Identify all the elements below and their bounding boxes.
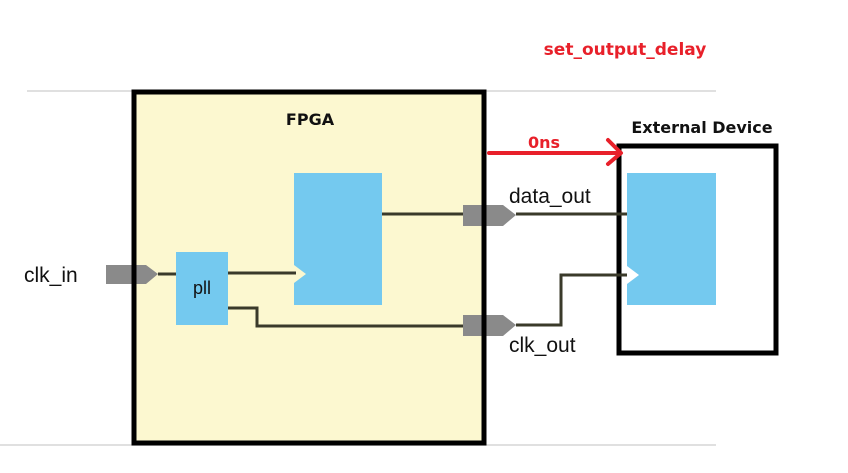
- external-register-block: [627, 173, 716, 305]
- wire-pll-clkout: [228, 306, 465, 328]
- wire-clkout-ext: [516, 273, 627, 327]
- arrow-head-icon: [606, 138, 623, 166]
- external-device-label: External Device: [631, 118, 772, 137]
- data-out-buffer: [463, 205, 516, 226]
- delay-value-label: 0ns: [528, 133, 560, 152]
- clk-out-label: clk_out: [509, 334, 576, 357]
- clk-in-label: clk_in: [24, 264, 78, 287]
- pll-block: [176, 252, 228, 325]
- diagram-title: set_output_delay: [544, 40, 707, 60]
- data-out-label: data_out: [509, 185, 591, 208]
- fpga-label: FPGA: [286, 110, 335, 129]
- pll-label: pll: [193, 278, 211, 298]
- fpga-register-block: [294, 173, 382, 305]
- clk-out-buffer: [463, 315, 516, 336]
- output-delay-arrow: [487, 138, 623, 166]
